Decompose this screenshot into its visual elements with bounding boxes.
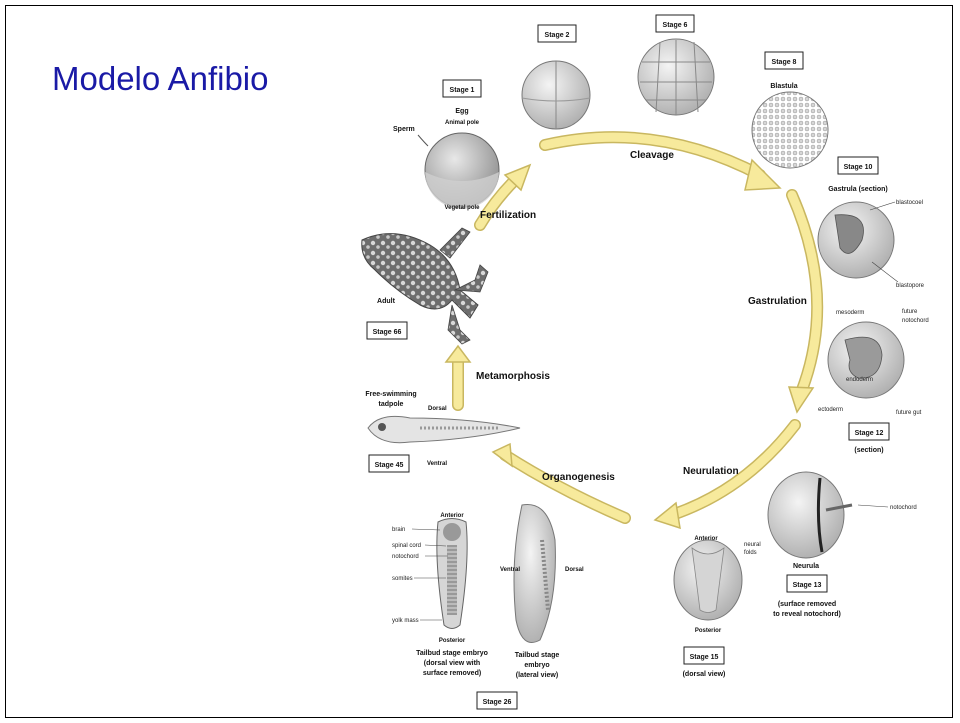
tadpole-label-1: Free-swimming (365, 391, 416, 398)
svg-text:Stage 66: Stage 66 (373, 329, 402, 336)
stage-12-note: (section) (854, 447, 883, 454)
tailbud-lateral-caption-1: Tailbud stage (515, 652, 560, 659)
mesoderm-label: mesoderm (836, 310, 864, 316)
tadpole-illustration (368, 416, 520, 442)
notochord-label-13: notochord (890, 505, 917, 511)
metamorphosis-label: Metamorphosis (476, 371, 550, 382)
blastocoel-label: blastocoel (896, 200, 923, 206)
neurula-illustration (768, 472, 844, 558)
stage-13-neurula: notochord Neurula Stage 13 (surface remo… (768, 472, 917, 618)
ventral-label-26: Ventral (500, 567, 520, 573)
blastula-illustration (752, 92, 828, 168)
stage-13-note-1: (surface removed (778, 601, 836, 608)
svg-text:Stage 10: Stage 10 (844, 164, 873, 171)
tailbud-dorsal-caption-3: surface removed) (423, 670, 481, 677)
gastrula-label: Gastrula (section) (828, 186, 888, 193)
gastrulation-label: Gastrulation (748, 296, 807, 307)
svg-text:Stage 1: Stage 1 (450, 87, 475, 94)
neurula-label: Neurula (793, 563, 819, 570)
stage-2: Stage 2 (522, 25, 590, 129)
tailbud-lateral-caption-2: embryo (524, 662, 549, 669)
spinal-cord-label: spinal cord (392, 543, 421, 549)
tailbud-dorsal-caption-1: Tailbud stage embryo (416, 650, 488, 657)
neurulation-label: Neurulation (683, 466, 739, 477)
svg-text:Stage 15: Stage 15 (690, 654, 719, 661)
svg-text:Stage 13: Stage 13 (793, 582, 822, 589)
dorsal-label-26: Dorsal (565, 567, 584, 573)
neural-folds-label-2: folds (744, 550, 757, 556)
posterior-label-15: Posterior (695, 628, 722, 634)
sperm-label: Sperm (393, 126, 415, 133)
organogenesis-label: Organogenesis (542, 472, 615, 483)
posterior-label-26: Posterior (439, 638, 466, 644)
brain-label: brain (392, 527, 405, 533)
svg-text:Stage 6: Stage 6 (663, 22, 688, 29)
cycle-arrows (446, 137, 817, 528)
stage-15: Anterior neural folds Posterior Stage 15… (674, 536, 761, 678)
vegetal-pole-label: Vegetal pole (444, 205, 480, 211)
egg-label: Egg (455, 108, 468, 115)
yolk-mass-label: yolk mass (392, 618, 419, 624)
stage-45-tadpole: Free-swimming tadpole Dorsal Stage 45 Ve… (365, 391, 520, 472)
endoderm-label: endoderm (846, 377, 873, 383)
cleavage-label: Cleavage (630, 150, 674, 161)
tadpole-label-2: tadpole (379, 401, 404, 408)
future-notochord-label-2: notochord (902, 318, 929, 324)
tailbud-lateral-caption-3: (lateral view) (516, 672, 558, 679)
svg-text:Stage 45: Stage 45 (375, 462, 404, 469)
svg-text:Stage 8: Stage 8 (772, 59, 797, 66)
stage-26: Anterior brain spinal cord notochord som… (392, 504, 584, 709)
adult-label: Adult (377, 298, 396, 305)
future-gut-label: future gut (896, 410, 922, 416)
svg-text:Stage 12: Stage 12 (855, 430, 884, 437)
tadpole-ventral-label: Ventral (427, 461, 447, 467)
frog-illustration (362, 234, 478, 318)
future-notochord-label-1: future (902, 309, 918, 315)
stage-66-adult: Adult Stage 66 (362, 228, 488, 344)
svg-text:Stage 2: Stage 2 (545, 32, 570, 39)
neural-folds-label-1: neural (744, 542, 761, 548)
svg-text:Stage 26: Stage 26 (483, 699, 512, 706)
stage-1-egg: Stage 1 Egg Animal pole Vegetal pole Spe… (393, 80, 499, 211)
tailbud-lateral-illustration (514, 504, 555, 642)
notochord-label-26: notochord (392, 554, 419, 560)
stage-12-gastrula: mesoderm future notochord endoderm ectod… (818, 309, 929, 454)
blastopore-label: blastopore (896, 283, 925, 289)
somites-label: somites (392, 576, 413, 582)
tailbud-dorsal-caption-2: (dorsal view with (424, 660, 480, 667)
sperm-illustration (418, 135, 428, 146)
stage-15-note: (dorsal view) (683, 671, 726, 678)
fertilization-label: Fertilization (480, 210, 536, 221)
ectoderm-label: ectoderm (818, 407, 843, 413)
animal-pole-label: Animal pole (445, 120, 480, 126)
stage-10-gastrula: Stage 10 Gastrula (section) blastocoel b… (818, 157, 925, 289)
tadpole-dorsal-label: Dorsal (428, 406, 447, 412)
blastula-label: Blastula (770, 83, 797, 90)
stage-8-blastula: Stage 8 Blastula (752, 52, 828, 168)
stage-6: Stage 6 (638, 15, 714, 115)
stage-13-note-2: to reveal notochord) (773, 611, 841, 618)
